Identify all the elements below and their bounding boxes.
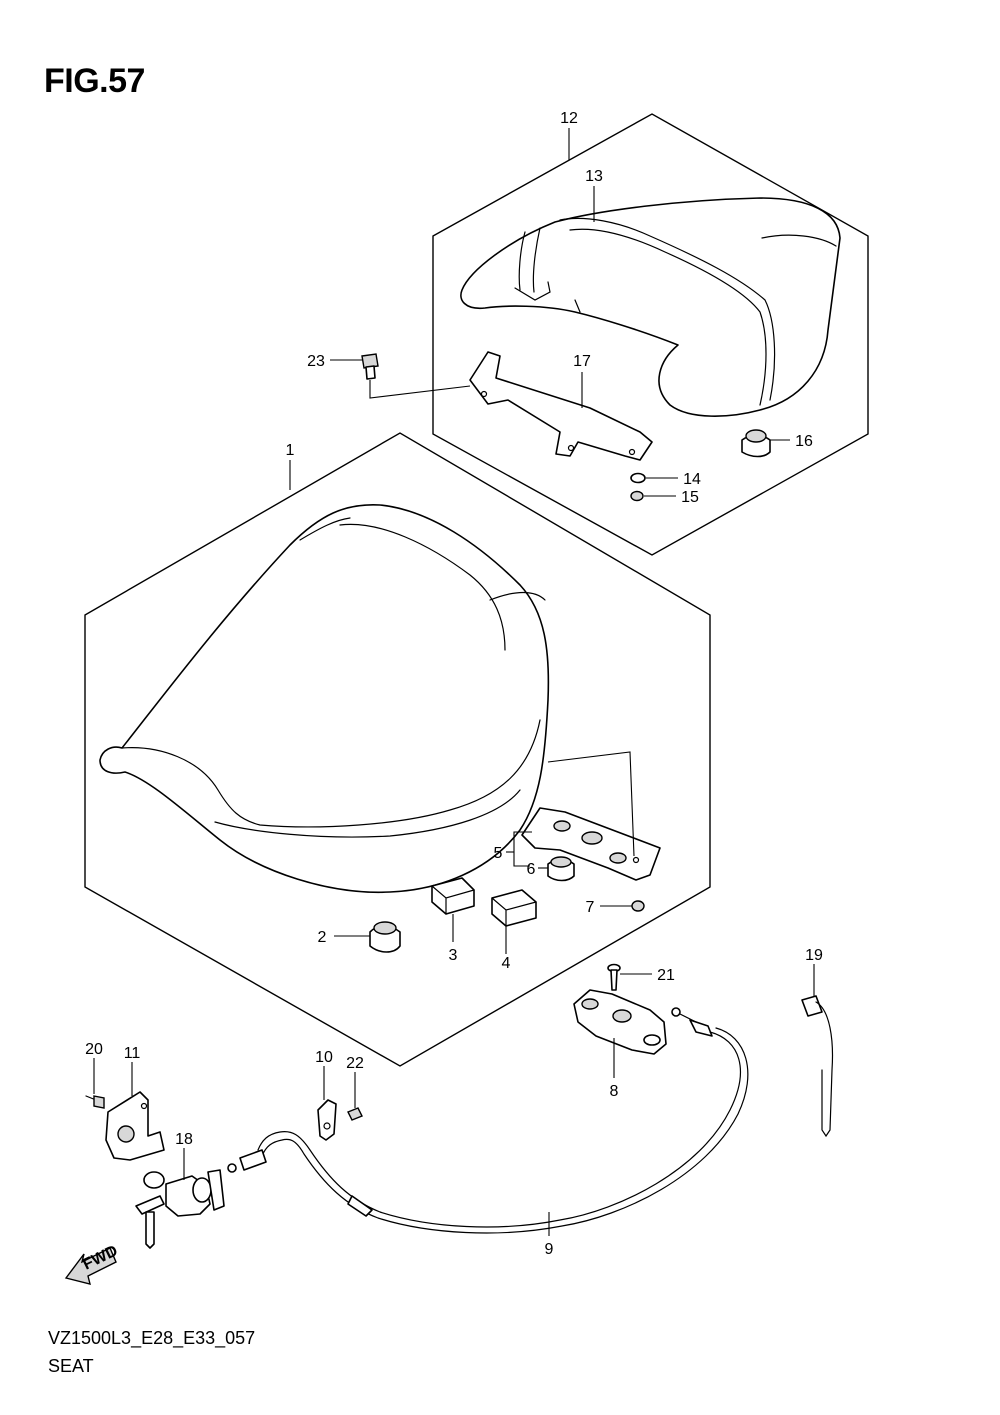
- callout-20: 20: [85, 1041, 103, 1058]
- diagram-name: SEAT: [48, 1356, 94, 1376]
- callout-17: 17: [573, 353, 591, 370]
- pad-4[interactable]: [491, 889, 537, 927]
- callout-9: 9: [545, 1241, 554, 1258]
- fwd-arrow-icon: FWD: [64, 1242, 121, 1285]
- nut-7[interactable]: [631, 900, 645, 912]
- callout-10: 10: [315, 1049, 333, 1066]
- figure-title: FIG.57: [44, 62, 145, 100]
- front-seat-cushion[interactable]: [99, 504, 550, 894]
- spacer-6[interactable]: [547, 856, 575, 882]
- rear-seat-bracket[interactable]: [469, 351, 653, 461]
- strap-19[interactable]: [801, 995, 834, 1138]
- seat-lock-cable-9[interactable]: [227, 1007, 749, 1234]
- bolt-20[interactable]: [85, 1095, 105, 1109]
- callout-3: 3: [449, 947, 458, 964]
- screw-21[interactable]: [607, 963, 621, 991]
- callout-23: 23: [307, 353, 325, 370]
- seat-lock-plate[interactable]: [521, 807, 661, 881]
- bolt-23[interactable]: [361, 353, 379, 380]
- callout-7: 7: [586, 899, 595, 916]
- callout-5: 5: [494, 845, 503, 862]
- bracket-10[interactable]: [317, 1099, 337, 1141]
- lock-bracket-11[interactable]: [105, 1091, 165, 1161]
- rear-seat-cushion[interactable]: [460, 197, 841, 417]
- callout-8: 8: [610, 1083, 619, 1100]
- callout-13: 13: [585, 168, 603, 185]
- callout-15: 15: [681, 489, 699, 506]
- seat-lock-key-18[interactable]: [135, 1169, 225, 1249]
- plate-mount-line: [547, 751, 635, 857]
- callout-4: 4: [502, 955, 511, 972]
- nut-15[interactable]: [630, 490, 644, 502]
- bolt-23-mount-line: [369, 380, 471, 399]
- rear-seat-group-box: [432, 113, 869, 556]
- callout-21: 21: [657, 967, 675, 984]
- pad-3[interactable]: [431, 877, 475, 915]
- cushion-16[interactable]: [741, 429, 771, 458]
- front-seat-group-box: [84, 432, 711, 1067]
- leader-5: [513, 831, 532, 867]
- callout-19: 19: [805, 947, 823, 964]
- callout-1: 1: [286, 442, 295, 459]
- cushion-2[interactable]: [369, 921, 401, 953]
- callout-6: 6: [527, 861, 536, 878]
- callout-22: 22: [346, 1055, 364, 1072]
- washer-14[interactable]: [630, 472, 646, 484]
- diagram-code: VZ1500L3_E28_E33_057: [48, 1328, 256, 1348]
- seat-lock-8[interactable]: [573, 989, 667, 1055]
- callout-16: 16: [795, 433, 813, 450]
- callout-12: 12: [560, 110, 578, 127]
- nut-22[interactable]: [347, 1107, 363, 1121]
- callout-14: 14: [683, 471, 701, 488]
- callout-11: 11: [124, 1045, 141, 1062]
- callout-18: 18: [175, 1131, 193, 1148]
- callout-2: 2: [318, 929, 327, 946]
